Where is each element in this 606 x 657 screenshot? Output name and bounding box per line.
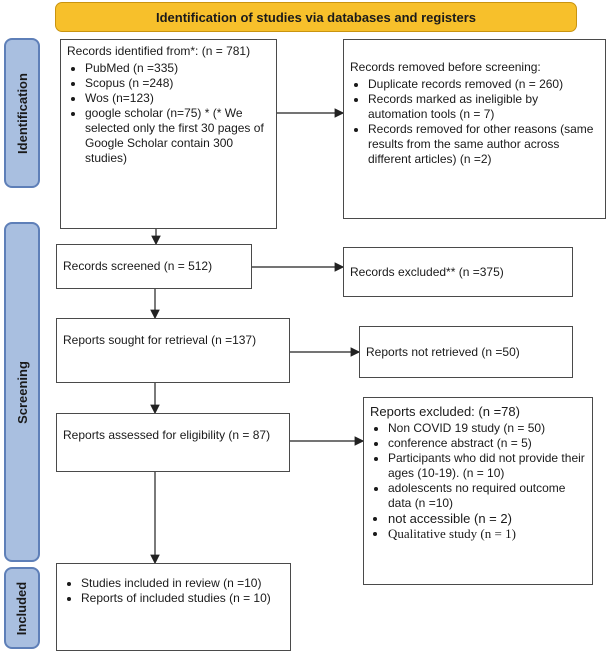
- phase-screening: Screening: [4, 222, 40, 562]
- records-identified-title: Records identified from*: (n = 781): [67, 44, 251, 58]
- reports-not-retrieved-text: Reports not retrieved (n =50): [366, 344, 520, 359]
- list-item: Records removed for other reasons (same …: [368, 122, 599, 167]
- list-item: not accessible (n = 2): [388, 511, 586, 526]
- list-item: Scopus (n =248): [85, 76, 270, 91]
- records-identified-list: PubMed (n =335) Scopus (n =248) Wos (n=1…: [67, 61, 270, 166]
- list-item: Studies included in review (n =10): [81, 576, 284, 591]
- list-item: Wos (n=123): [85, 91, 270, 106]
- records-removed-box: Records removed before screening: Duplic…: [343, 39, 606, 219]
- list-item: Records marked as ineligible by automati…: [368, 92, 599, 122]
- reports-sought-text: Reports sought for retrieval (n =137): [63, 333, 257, 347]
- records-removed-list: Duplicate records removed (n = 260) Reco…: [350, 77, 599, 167]
- phase-screening-label: Screening: [14, 360, 30, 424]
- reports-not-retrieved-box: Reports not retrieved (n =50): [359, 326, 573, 378]
- phase-included-label: Included: [14, 581, 30, 635]
- reports-assessed-text: Reports assessed for eligibility (n = 87…: [63, 428, 271, 442]
- reports-sought-box: Reports sought for retrieval (n =137): [56, 318, 290, 383]
- list-item: Reports of included studies (n = 10): [81, 591, 284, 606]
- phase-included: Included: [4, 567, 40, 649]
- records-identified-box: Records identified from*: (n = 781) PubM…: [60, 39, 277, 229]
- list-item: Qualitative study (n = 1): [388, 526, 586, 541]
- list-item: Duplicate records removed (n = 260): [368, 77, 599, 92]
- records-excluded-text: Records excluded** (n =375): [350, 264, 504, 279]
- list-item: PubMed (n =335): [85, 61, 270, 76]
- records-screened-box: Records screened (n = 512): [56, 244, 252, 289]
- records-screened-text: Records screened (n = 512): [63, 259, 213, 273]
- records-removed-title: Records removed before screening:: [350, 60, 541, 74]
- list-item: adolescents no required outcome data (n …: [388, 481, 586, 511]
- reports-assessed-box: Reports assessed for eligibility (n = 87…: [56, 413, 290, 472]
- banner-title: Identification of studies via databases …: [55, 2, 577, 32]
- list-item: conference abstract (n = 5): [388, 436, 586, 451]
- reports-excluded-box: Reports excluded: (n =78) Non COVID 19 s…: [363, 397, 593, 585]
- reports-excluded-list: Non COVID 19 study (n = 50) conference a…: [370, 421, 586, 541]
- list-item: Non COVID 19 study (n = 50): [388, 421, 586, 436]
- phase-identification: Identification: [4, 38, 40, 188]
- phase-identification-label: Identification: [14, 72, 30, 154]
- included-box: Studies included in review (n =10) Repor…: [56, 563, 291, 651]
- records-excluded-box: Records excluded** (n =375): [343, 247, 573, 297]
- included-list: Studies included in review (n =10) Repor…: [63, 576, 284, 606]
- list-item: google scholar (n=75) * (* We selected o…: [85, 106, 270, 166]
- list-item: Participants who did not provide their a…: [388, 451, 586, 481]
- reports-excluded-title: Reports excluded: (n =78): [370, 404, 520, 419]
